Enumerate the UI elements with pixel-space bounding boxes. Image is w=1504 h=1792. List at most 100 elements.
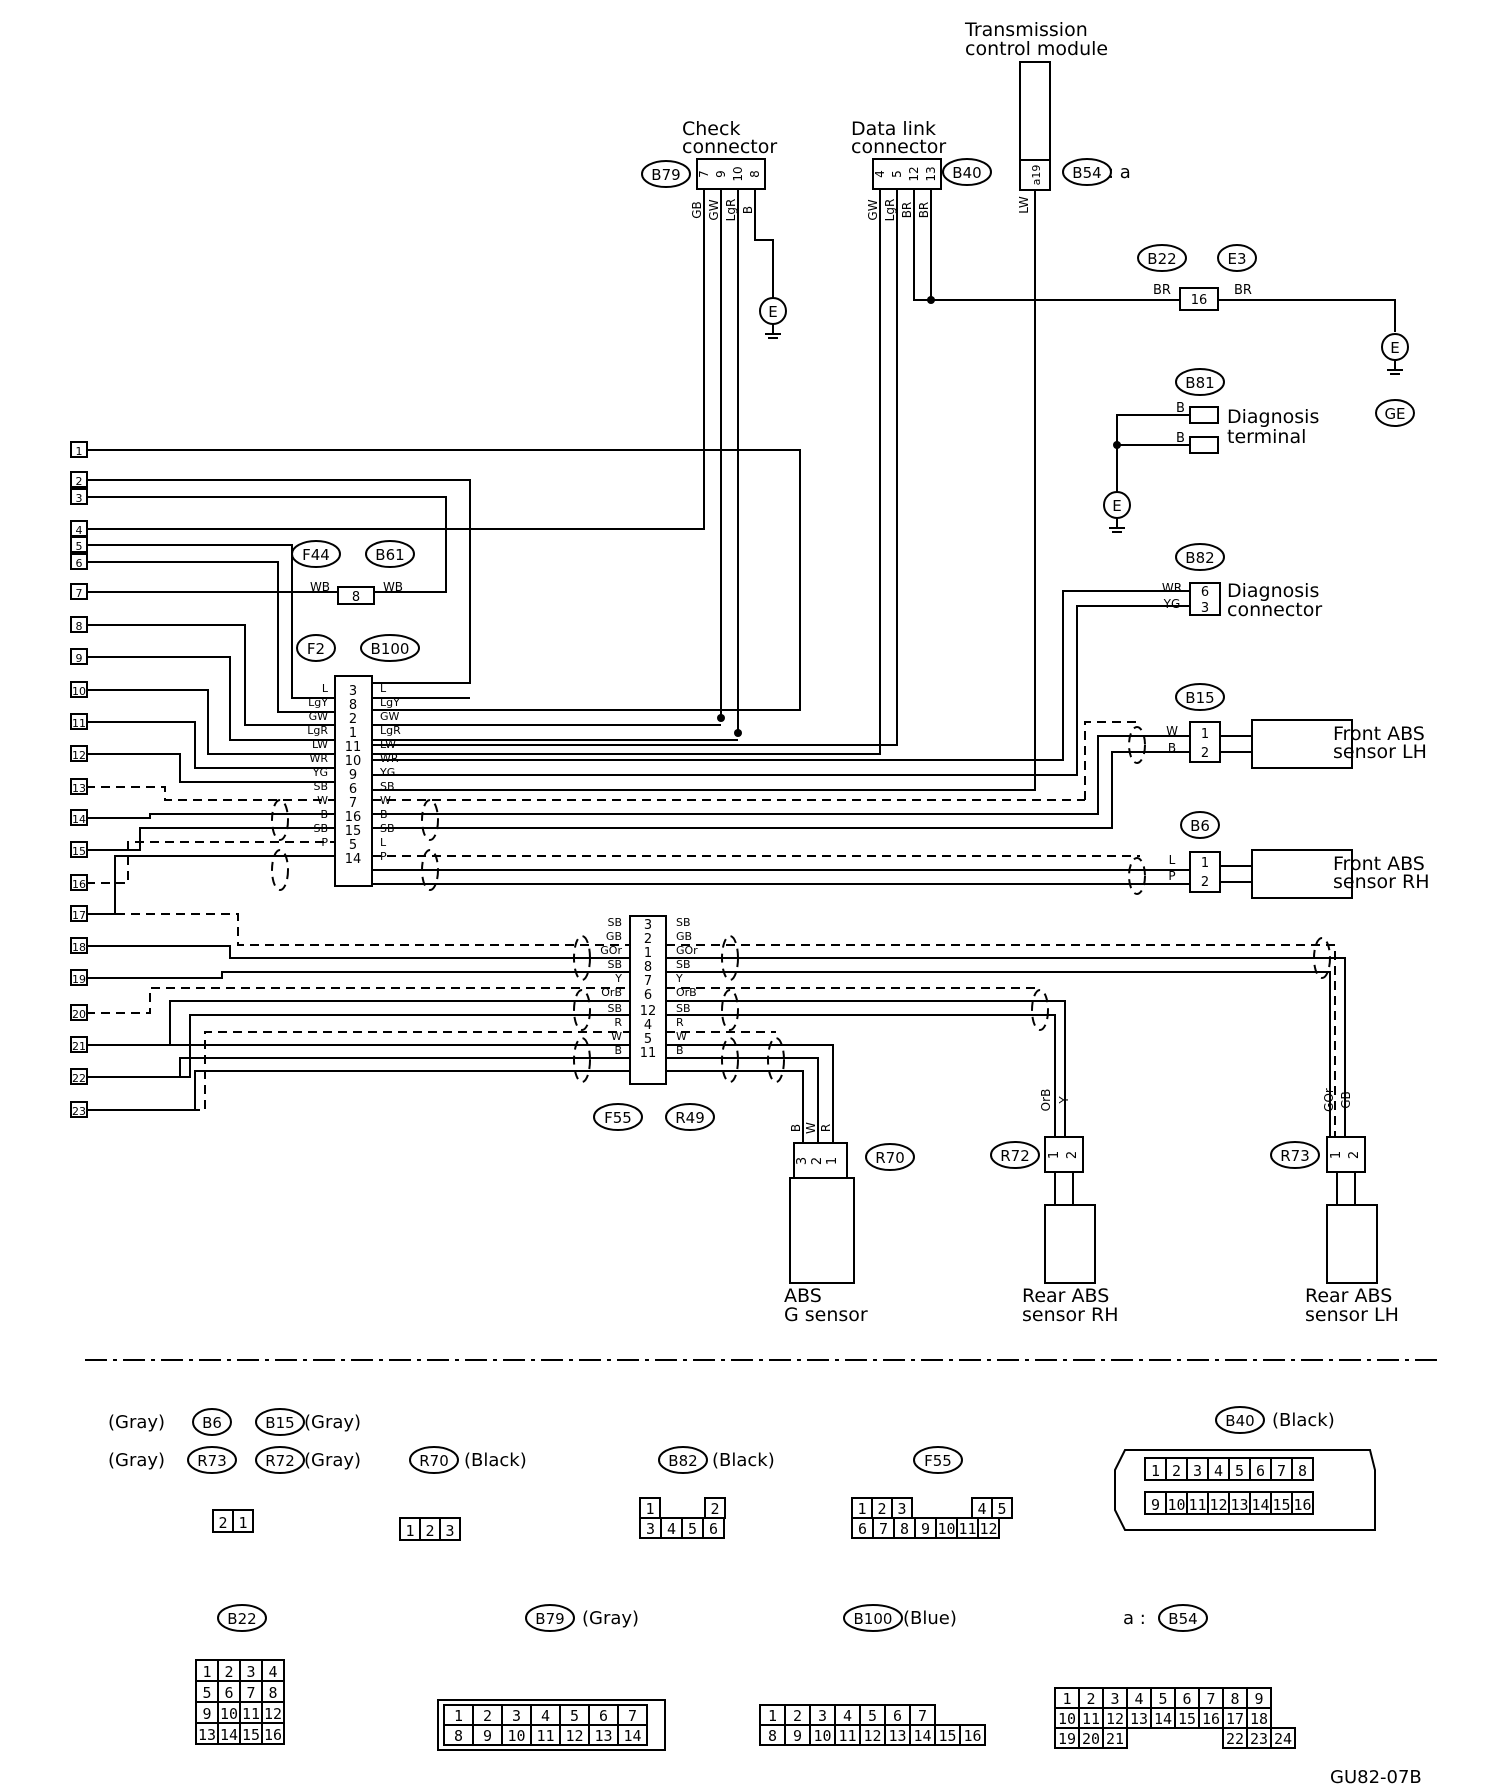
b54-suffix-label: : a (1108, 162, 1131, 183)
wire-rear-lh-gor (666, 971, 1331, 1160)
f55-right-wire-label: GB (676, 930, 692, 943)
front-rh-title: sensor RH (1333, 871, 1430, 893)
view-b100-cell-label: 7 (918, 1707, 927, 1725)
connector-r49-tag (665, 1103, 715, 1131)
f44-pin-box (337, 586, 375, 605)
twisted-pair-sheath (271, 799, 289, 841)
wire-number-tag (70, 713, 88, 730)
view-b82-tag-label: B82 (668, 1452, 697, 1470)
check-connector-title: connector (682, 136, 777, 158)
view-b79-cell (617, 1724, 648, 1746)
wire-p-left (71, 855, 335, 915)
r72-wire-label: Y (1057, 1096, 1071, 1105)
view-b82-cell-label: 3 (646, 1520, 655, 1538)
twisted-pair-sheath (421, 849, 439, 891)
view-color-label: (Blue) (903, 1608, 957, 1629)
view-b54-cell-label: 8 (1230, 1690, 1239, 1708)
twisted-pair-sheath (421, 799, 439, 841)
view-color-label: (Gray) (108, 1412, 165, 1433)
twisted-pair-sheath (721, 1037, 739, 1083)
connector-r73-tag-label: R73 (1280, 1147, 1310, 1165)
f55-left-wire-label: OrB (601, 986, 622, 999)
view-123-cell-label: 1 (405, 1522, 414, 1540)
wire-number-label: 1 (76, 445, 83, 458)
connector-r72-tag (990, 1141, 1040, 1169)
view-color-label: (Gray) (304, 1412, 361, 1433)
wire-yg-left (71, 753, 335, 783)
view-21-cell-label: 1 (238, 1514, 247, 1532)
view-b54-cell-label: 4 (1134, 1690, 1143, 1708)
view-b82-cell-label: 1 (645, 1500, 654, 1518)
wire-number-tag (70, 874, 88, 891)
view-b100-cell-label: 14 (913, 1727, 931, 1745)
r73-wire-label: GOr (1322, 1088, 1336, 1112)
view-b79-tag (525, 1604, 575, 1632)
view-b54-cell-label: 21 (1106, 1730, 1124, 1748)
twisted-pair-sheath (1031, 989, 1049, 1031)
f2-pin-label: 7 (349, 796, 357, 811)
r72-connector-body (1044, 1136, 1084, 1173)
wire-number-label: 4 (76, 524, 83, 537)
b15-pin: 2 (1201, 746, 1209, 761)
f55-pin-label: 3 (644, 918, 652, 933)
r70-pin-label: 3 (795, 1157, 810, 1165)
view-b54-cell-label: 6 (1182, 1690, 1191, 1708)
r72-wire-label: OrB (1039, 1089, 1053, 1112)
junction-dot (1113, 441, 1121, 449)
wire-number-label: 17 (72, 909, 86, 922)
f55-right-wire-label: SB (676, 916, 691, 929)
rear-lh-title: sensor LH (1305, 1304, 1399, 1326)
view-b40-cell-label: 13 (1230, 1496, 1248, 1514)
wire-y-left (71, 1000, 630, 1046)
connector-f55-tag (593, 1103, 643, 1131)
wire-number-label: 12 (72, 749, 86, 762)
f2-left-wire-label: B (320, 808, 328, 821)
f2-right-wire-label: LgY (380, 696, 400, 709)
wire-number-label: 23 (72, 1105, 86, 1118)
r72-pin-label: 1 (1047, 1151, 1062, 1159)
view-b100-cell (959, 1724, 986, 1746)
f55-pin-label: 4 (644, 1018, 652, 1033)
view-b6-tag (192, 1408, 232, 1436)
view-r70-tag-label: R70 (419, 1452, 449, 1470)
b81-wire-label: B (1176, 401, 1185, 416)
connector-e3-tag-label: E3 (1227, 250, 1246, 268)
b22-wire-label: BR (1153, 283, 1171, 298)
dlc-wire-label: BR (900, 202, 914, 219)
diag-wr-wire (372, 590, 1190, 761)
wire-lw-right (372, 728, 1036, 791)
f2-pin-label: 8 (349, 698, 357, 713)
b15-wire-label: B (1168, 741, 1176, 755)
component-layer (70, 61, 1415, 1751)
view-f55-cell (977, 1517, 1000, 1539)
f2-pin-label: 3 (349, 684, 357, 699)
view-b40-cell-label: 2 (1172, 1462, 1181, 1480)
view-b22-cell-label: 11 (242, 1705, 260, 1723)
view-f55-cell-label: 8 (900, 1520, 909, 1538)
view-b54-cell (1270, 1727, 1296, 1749)
view-b82-cell-label: 5 (688, 1520, 697, 1538)
view-b22-cell-label: 2 (224, 1663, 233, 1681)
view-b100-cell-label: 8 (768, 1727, 777, 1745)
wire-number-tag (70, 745, 88, 762)
ground-icon-label: E (1112, 497, 1121, 515)
view-b79-cell-label: 9 (483, 1727, 492, 1745)
b81-wire-label: B (1176, 431, 1185, 446)
twisted-pair-sheath (573, 1037, 591, 1083)
wire-number-label: 18 (72, 941, 86, 954)
connector-b22-tag (1137, 244, 1187, 272)
f55-right-wire-label: Y (675, 972, 683, 985)
view-color-label: (Black) (1272, 1410, 1335, 1431)
wire-number-label: 15 (72, 845, 86, 858)
view-b100-cell-label: 5 (868, 1707, 877, 1725)
wire-number-tag (70, 1004, 88, 1021)
f2-left-wire-label: SB (313, 780, 328, 793)
tcm-pin-label: a19 (1030, 165, 1043, 186)
abs-g-sensor-body (789, 1177, 855, 1284)
connector-f2-tag-label: F2 (307, 640, 325, 658)
connector-f44-tag-label: F44 (302, 546, 330, 564)
view-b54-cell-label: 9 (1254, 1690, 1263, 1708)
junction-dot (717, 714, 725, 722)
r73-connector-body (1326, 1136, 1366, 1173)
connector-b61-tag-label: B61 (375, 546, 404, 564)
